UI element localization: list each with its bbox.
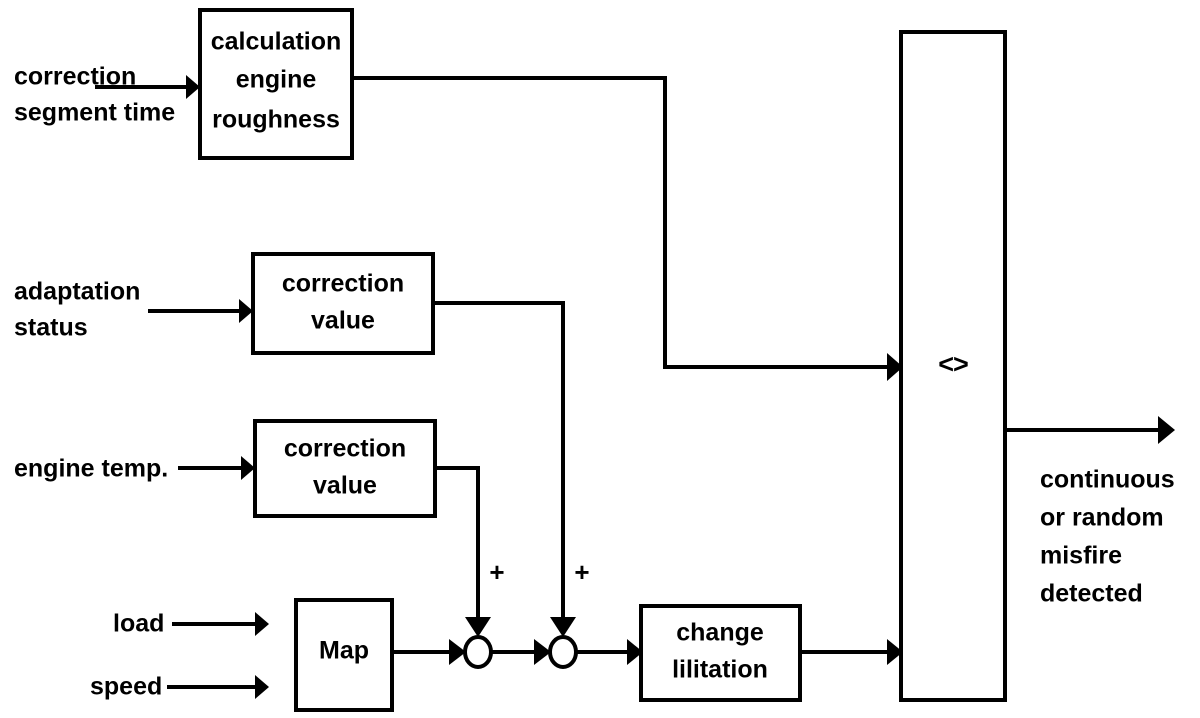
input-speed: speed	[90, 673, 162, 701]
block-calculation-engine-roughness-line1: calculation	[211, 28, 342, 56]
output-misfire-detected: continuous or random misfire detected	[1040, 466, 1175, 608]
output-misfire-detected-line3: misfire	[1040, 542, 1122, 570]
input-adaptation-status: adaptation status	[14, 278, 140, 342]
junction-sum-1-sign: +	[489, 557, 504, 587]
block-correction-value-adaptation-line2: value	[311, 307, 375, 335]
block-calculation-engine-roughness-line3: roughness	[212, 106, 340, 134]
input-speed-label: speed	[90, 673, 162, 701]
wire-change-limitation-to-comparator	[800, 639, 903, 665]
input-load: load	[113, 610, 164, 638]
arrow-adaptation-status	[148, 299, 253, 323]
arrow-engine-temp	[178, 456, 255, 480]
wire-comparator-output	[1005, 416, 1175, 444]
block-map[interactable]: Map	[294, 598, 394, 712]
wire-correction-adaptation-to-sum2	[433, 301, 576, 637]
block-correction-value-temp-line1: correction	[284, 435, 406, 463]
output-misfire-detected-line1: continuous	[1040, 466, 1175, 494]
wire-sum2-to-change-limitation	[576, 639, 643, 665]
block-change-limitation[interactable]: change lilitation	[639, 604, 802, 702]
wire-roughness-to-comparator	[352, 76, 903, 381]
input-correction-segment-time-line2: segment time	[14, 99, 175, 127]
block-change-limitation-line2: lilitation	[672, 656, 768, 684]
input-adaptation-status-line1: adaptation	[14, 278, 140, 306]
block-calculation-engine-roughness-line2: engine	[236, 66, 317, 94]
block-map-label: Map	[319, 637, 369, 665]
input-load-label: load	[113, 610, 164, 638]
junction-sum-2-sign: +	[574, 557, 589, 587]
input-correction-segment-time: correction segment time	[14, 63, 175, 127]
block-correction-value-adaptation-line1: correction	[282, 270, 404, 298]
block-comparator-symbol: <>	[938, 349, 968, 379]
input-engine-temp: engine temp.	[14, 455, 168, 483]
wire-correction-temp-to-sum1	[435, 466, 491, 637]
block-comparator[interactable]: <>	[899, 30, 1007, 702]
block-correction-value-temp-line2: value	[313, 472, 377, 500]
block-change-limitation-line1: change	[676, 619, 764, 647]
input-engine-temp-label: engine temp.	[14, 455, 168, 483]
arrow-load	[172, 612, 269, 636]
output-misfire-detected-line2: or random	[1040, 504, 1164, 532]
input-adaptation-status-line2: status	[14, 314, 88, 342]
arrow-correction-segment-time	[95, 75, 200, 99]
wire-sum1-to-sum2	[491, 639, 551, 665]
block-correction-value-temp[interactable]: correction value	[253, 419, 437, 518]
arrow-speed	[167, 675, 269, 699]
block-calculation-engine-roughness[interactable]: calculation engine roughness	[198, 8, 354, 160]
output-misfire-detected-line4: detected	[1040, 580, 1143, 608]
block-correction-value-adaptation[interactable]: correction value	[251, 252, 435, 355]
wire-map-to-sum1	[392, 639, 466, 665]
